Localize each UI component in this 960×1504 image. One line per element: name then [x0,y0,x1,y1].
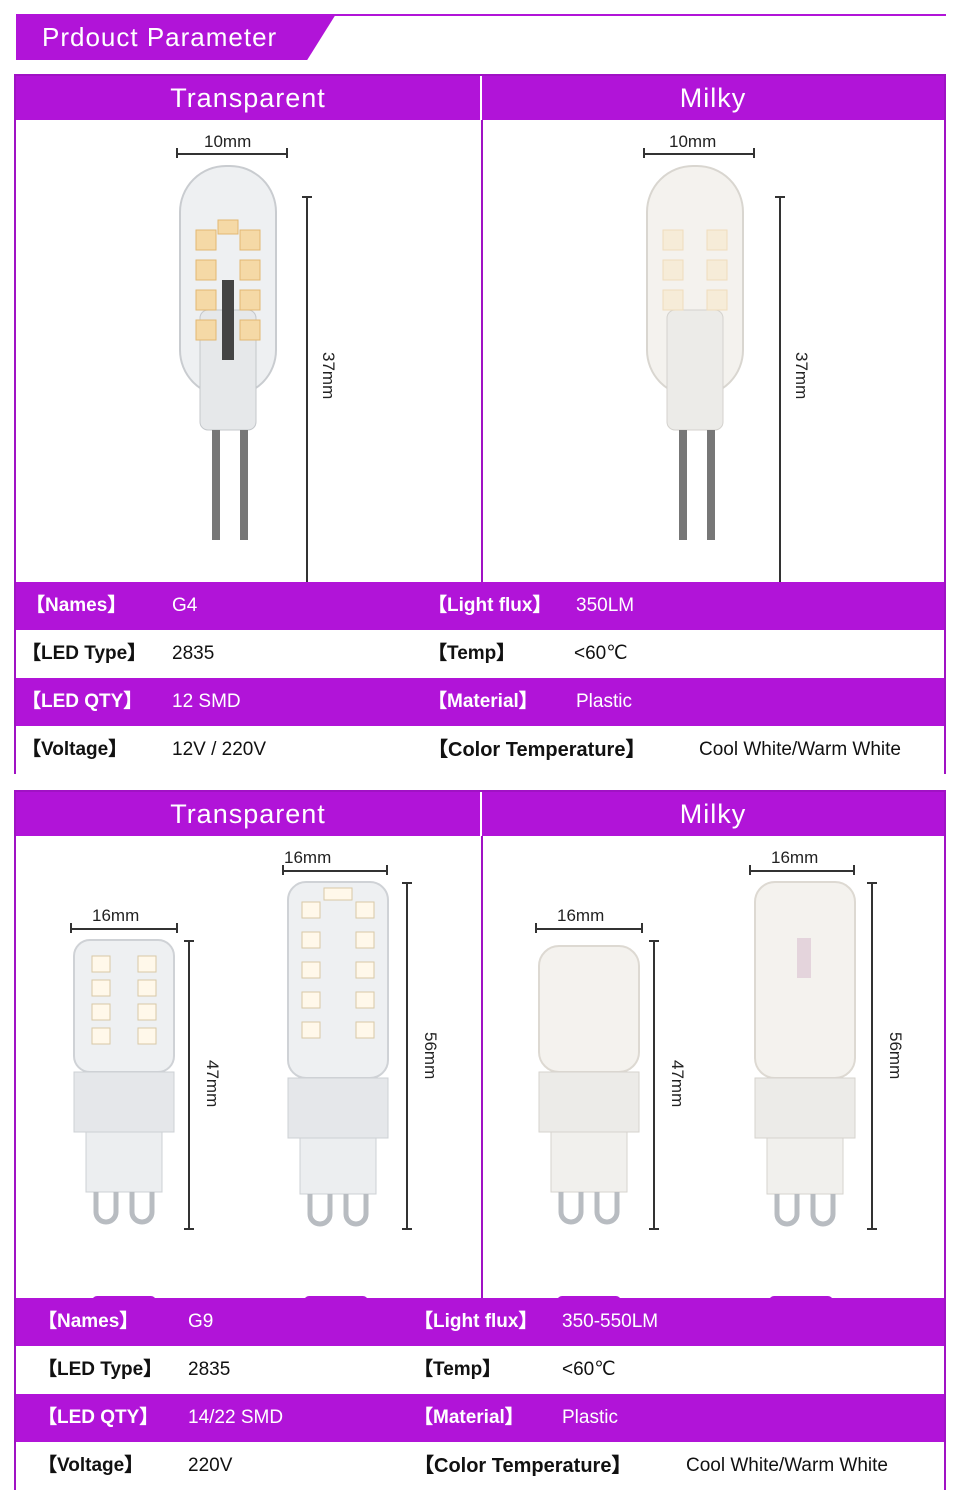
spec-label: 【Light flux】 [414,1311,538,1332]
spec-value: Plastic [576,691,632,712]
spec-row: 【LED Type】 2835 【Temp】 <60℃ [16,1346,944,1394]
g9-transparent-5w-bulb-icon [287,881,389,1227]
spec-row: 【LED QTY】 14/22 SMD 【Material】 Plastic [16,1394,944,1442]
spec-label: 【Material】 [414,1407,524,1428]
g9-transparent-3w-bulb-icon [73,939,175,1225]
g9-transparent-image: 16mm 47mm 3W 16mm [16,836,480,1326]
height-label: 47mm [203,1060,222,1108]
variant-title-transparent: Transparent [16,76,480,120]
width-label: 16mm [284,848,332,867]
spec-value: 350-550LM [562,1311,659,1332]
spec-value: <60℃ [574,643,628,664]
spec-value: G9 [188,1311,214,1332]
spec-value: 12V / 220V [172,739,267,760]
width-label: 16mm [557,906,605,925]
spec-value: Plastic [562,1407,618,1428]
spec-label: 【Color Temperature】 [414,1455,632,1477]
spec-label: 【Voltage】 [38,1455,144,1476]
spec-row: 【LED QTY】 12 SMD 【Material】 Plastic [16,678,944,726]
g4-milky-bulb-icon [646,165,744,540]
spec-value: Cool White/Warm White [699,739,901,760]
spec-row: 【Voltage】 12V / 220V 【Color Temperature】… [16,726,944,774]
height-label: 56mm [421,1032,440,1080]
spec-label: 【Temp】 [414,1359,502,1380]
spec-label: 【Names】 [26,595,127,616]
page-header: Prdouct Parameter [16,14,946,60]
spec-label: 【LED QTY】 [38,1407,159,1428]
spec-value: Cool White/Warm White [686,1455,888,1476]
spec-label: 【Light flux】 [428,595,552,616]
spec-label: 【Temp】 [428,643,516,664]
g4-milky-image: 10mm 37mm 3W [481,120,944,640]
height-label: 47mm [668,1060,687,1108]
spec-label: 【LED QTY】 [22,691,143,712]
spec-value: 14/22 SMD [188,1407,284,1428]
spec-value: <60℃ [562,1359,616,1380]
g9-milky-image: 16mm 47mm 3W 16mm 56m [481,836,944,1326]
spec-value: 350LM [576,595,635,616]
height-label: 37mm [319,352,338,400]
g9-section: Transparent Milky 16mm 47mm 3W 16mm [14,790,946,1490]
spec-label: 【Voltage】 [22,739,128,760]
g4-section: Transparent Milky 10mm 37mm 3W [14,74,946,774]
spec-value: 220V [188,1455,233,1476]
spec-label: 【Color Temperature】 [428,739,646,761]
variant-divider [480,76,482,120]
g4-transparent-image: 10mm 37mm 3W [16,120,480,640]
header-tag [16,14,336,60]
spec-value: 12 SMD [172,691,241,712]
spec-label: 【LED Type】 [22,643,147,664]
variant-title-milky: Milky [482,76,944,120]
variant-divider [480,792,482,836]
spec-value: 2835 [188,1359,231,1380]
spec-table: 【Names】 G9 【Light flux】 350-550LM 【LED T… [16,1298,944,1490]
height-label: 37mm [792,352,811,400]
spec-row: 【Names】 G4 【Light flux】 350LM [16,582,944,630]
width-label: 16mm [92,906,140,925]
header-rule [316,14,946,16]
spec-row: 【LED Type】 2835 【Temp】 <60℃ [16,630,944,678]
width-label: 16mm [771,848,819,867]
spec-row: 【Voltage】 220V 【Color Temperature】 Cool … [16,1442,944,1490]
g4-transparent-bulb-icon [179,165,277,540]
g9-milky-5w-bulb-icon [754,881,856,1227]
spec-label: 【LED Type】 [38,1359,163,1380]
spec-label: 【Material】 [428,691,538,712]
variant-title-milky: Milky [482,792,944,836]
variant-title-transparent: Transparent [16,792,480,836]
height-label: 56mm [886,1032,905,1080]
g9-milky-3w-bulb-icon [538,945,640,1225]
spec-value: G4 [172,595,198,616]
spec-value: 2835 [172,643,215,664]
width-label: 10mm [669,132,717,151]
spec-label: 【Names】 [38,1311,139,1332]
spec-row: 【Names】 G9 【Light flux】 350-550LM [16,1298,944,1346]
spec-table: 【Names】 G4 【Light flux】 350LM 【LED Type】… [16,582,944,774]
width-label: 10mm [204,132,252,151]
page-title: Prdouct Parameter [42,22,278,52]
